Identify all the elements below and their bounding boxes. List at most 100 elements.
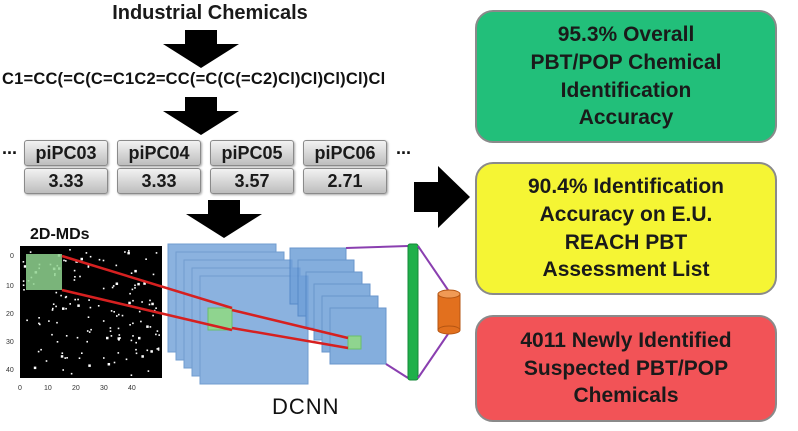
md-dot [52,307,54,310]
md-dot [87,266,90,268]
md-dot [134,287,136,289]
md-dot [138,336,141,340]
md-dot [157,347,160,350]
ellipsis-left: ... [2,138,18,158]
md-dot [69,249,71,251]
md-dot [79,275,81,278]
md-dot [64,296,67,299]
md-dot [74,298,76,301]
md-dot [137,282,140,286]
md-dot [135,352,138,355]
md-dot [103,357,105,359]
md-dot [87,265,90,267]
md-dot [65,260,67,262]
smiles-string: C1=CC(=C(C=C1C2=CC(=C(C(=C2)Cl)Cl)Cl)Cl)… [2,70,386,88]
down-arrow-2 [163,97,239,135]
md-dot [127,251,130,255]
md-dot [131,288,134,291]
md-dot [51,333,53,336]
md-dot [66,357,68,359]
md-dot [109,330,112,332]
md-dot [138,310,141,313]
md-dot [48,320,50,322]
md-dot [132,322,134,325]
md-dot [113,361,116,364]
md-dot [117,352,120,354]
result-box-new-chemicals: 4011 Newly Identified Suspected PBT/POP … [475,315,777,422]
descriptor-name: piPC04 [117,140,201,166]
descriptor-table: ... piPC03 3.33 piPC04 3.33 piPC05 3.57 … [0,138,420,200]
md-dot [51,309,54,311]
md-dot [141,301,143,303]
descriptor-value: 3.57 [210,168,294,194]
md-dot [60,355,64,358]
md-dot [151,302,154,306]
descriptor-value: 2.71 [303,168,387,194]
md-dot [70,372,73,375]
descriptor-name: piPC05 [210,140,294,166]
md-dot [111,286,114,289]
md-dot [88,299,90,301]
md-dot [143,282,146,285]
descriptor-name: piPC06 [303,140,387,166]
md-dot [74,276,76,278]
md-patch [26,254,62,290]
md-dot [129,292,131,295]
md-dot [110,310,113,312]
md-dot [117,337,120,340]
md-dot [106,336,109,340]
md-dot [76,336,79,339]
down-arrow-1 [163,30,239,68]
md-dot [63,259,65,262]
md-dot [40,348,42,351]
x-tick: 30 [100,385,108,392]
result-box-overall-accuracy: 95.3% Overall PBT/POP Chemical Identific… [475,10,777,143]
md-dot [155,333,157,336]
md-dot [86,330,89,332]
md-dot [33,366,37,370]
md-dot [38,322,40,325]
md-dot [149,326,152,328]
md-dot [86,340,88,343]
y-tick: 40 [6,367,14,374]
md-dot [128,250,130,252]
fully-connected-layer [407,243,419,381]
output-node [437,289,461,335]
descriptor-name: piPC03 [24,140,108,166]
md-dot [146,325,149,328]
md-dot [134,269,137,273]
md-dot [22,284,25,286]
md-dot [45,360,48,362]
md-dot [52,303,55,305]
md-dot [129,324,131,326]
md-dot [77,298,79,301]
md-dot [157,349,160,351]
md-dot [102,320,105,322]
md-dot [118,334,121,336]
md-dot [69,303,71,305]
md-dot [88,331,91,333]
md-dot [110,335,113,337]
md-dot [155,252,158,254]
ellipsis-right: ... [396,138,412,158]
md-dot [152,314,154,317]
md-dot [132,299,134,302]
md-dot [65,335,68,337]
md-dot [158,334,160,336]
md-dot [37,350,40,353]
md-dot [125,358,128,361]
conv-layer-stack-2 [289,247,387,365]
md-dot [130,272,133,274]
md-dot [155,307,157,309]
md-dot [112,285,115,287]
md-dot [22,280,25,282]
md-dot [150,350,153,353]
md-dot [23,265,27,268]
md-dot [135,341,137,344]
md-dot [117,327,120,330]
md-dot [132,335,134,337]
md-dot [141,355,144,358]
md-dot [73,269,76,272]
md-dot [145,258,147,260]
dcnn-network: 0 10 20 30 40 0 10 20 30 40 [6,243,461,392]
